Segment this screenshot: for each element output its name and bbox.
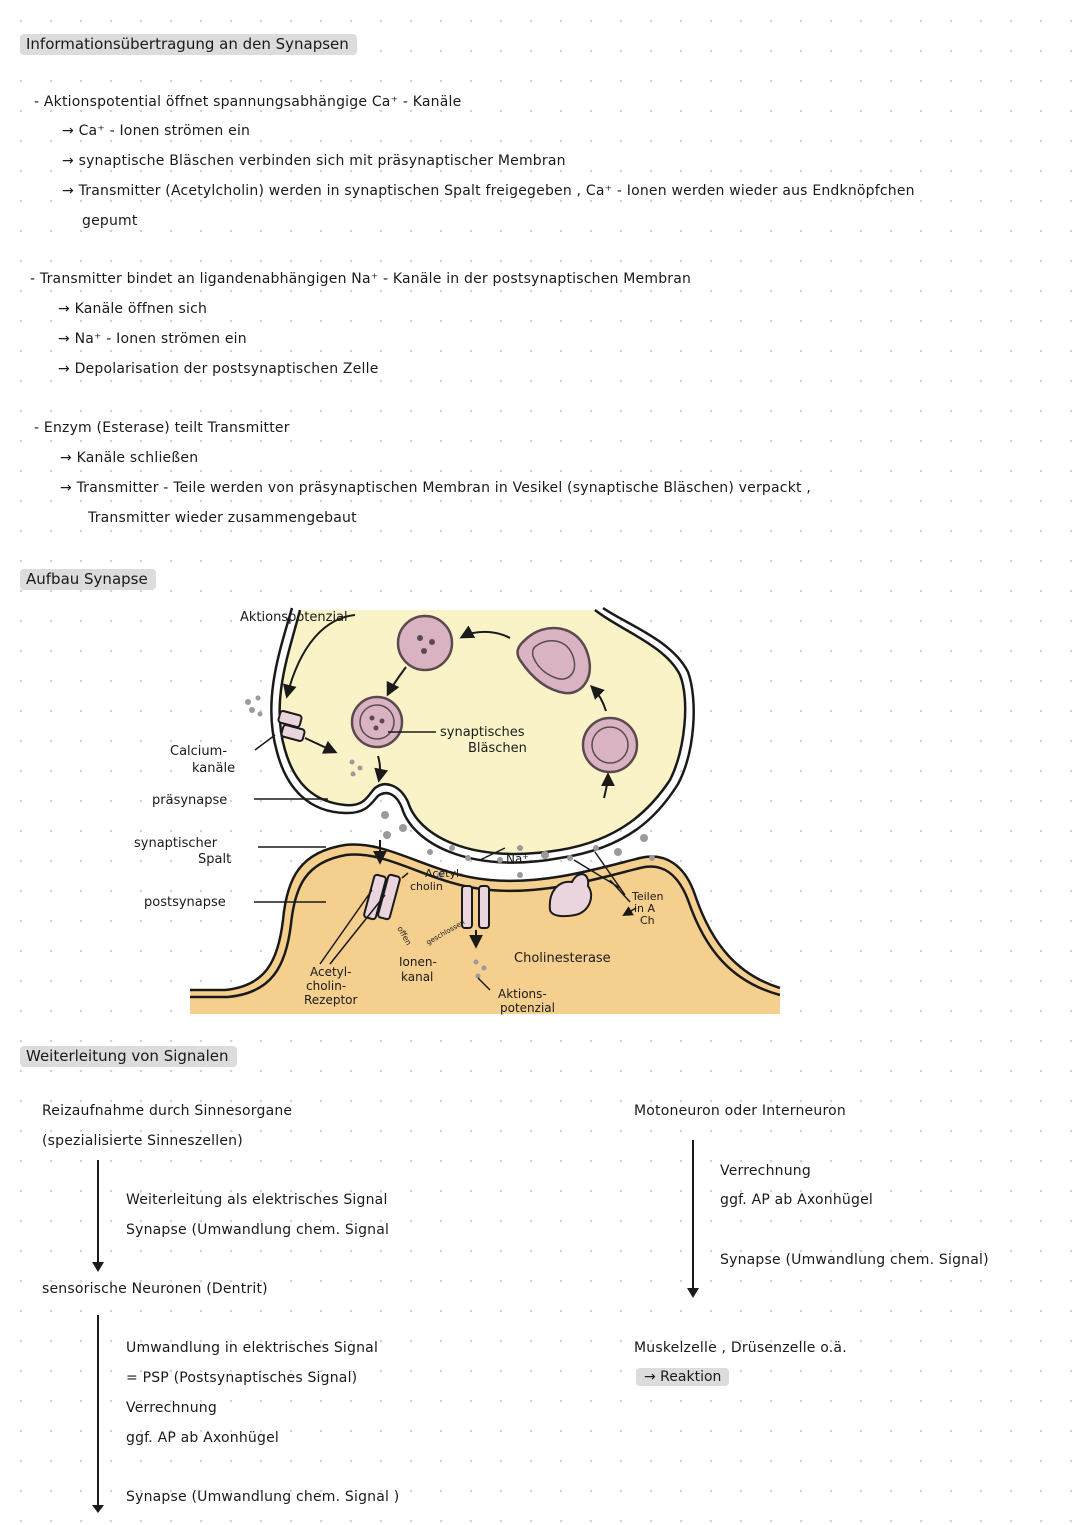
ion-channel	[461, 885, 490, 929]
label-blaeschen-2: Bläschen	[468, 741, 527, 756]
label-acetylcholin-1: Acetyl-	[425, 867, 463, 880]
left-l6: Umwandlung in elektrisches Signal	[126, 1340, 379, 1356]
flow-arrow-3-head	[687, 1288, 699, 1298]
p2-item-1: → Kanäle öffnen sich	[58, 301, 208, 317]
label-postsynapse: postsynapse	[144, 895, 226, 910]
label-ap-bottom-1: Aktions-	[498, 987, 547, 1001]
label-rezeptor-1: Acetyl-	[310, 965, 351, 979]
left-l7: = PSP (Postsynaptisches Signal)	[126, 1370, 358, 1386]
label-teilen-1: Teilen	[631, 890, 663, 903]
p3-item-3: Transmitter wieder zusammengebaut	[88, 510, 357, 526]
label-ap-bottom-2: potenzial	[500, 1001, 555, 1015]
right-r4: Synapse (Umwandlung chem. Signal)	[720, 1252, 989, 1268]
left-l9: ggf. AP ab Axonhügel	[126, 1430, 279, 1446]
p2-item-2: → Na⁺ - Ionen strömen ein	[58, 331, 247, 347]
p3-main: - Enzym (Esterase) teilt Transmitter	[34, 420, 290, 436]
label-ionenkanal-1: Ionen-	[399, 955, 437, 969]
label-aktionspotenzial-top: Aktionspotenzial	[240, 610, 348, 625]
acetylcholin-receptor	[363, 873, 401, 921]
label-spalt-1: synaptischer	[134, 836, 218, 851]
transmitter-dots	[381, 811, 655, 979]
label-praesynapse: präsynapse	[152, 793, 227, 808]
p1-item-4: gepumt	[82, 213, 138, 229]
left-l3: Weiterleitung als elektrisches Signal	[126, 1192, 388, 1208]
p1-item-3: → Transmitter (Acetylcholin) werden in s…	[62, 183, 915, 199]
p1-item-1: → Ca⁺ - Ionen strömen ein	[62, 123, 251, 139]
flow-arrow-1	[97, 1160, 99, 1264]
left-l2: (spezialisierte Sinneszellen)	[42, 1133, 243, 1149]
calcium-channel	[277, 710, 306, 742]
left-l5: sensorische Neuronen (Dentrit)	[42, 1281, 268, 1297]
p1-main: - Aktionspotential öffnet spannungsabhän…	[34, 94, 462, 110]
right-r3: ggf. AP ab Axonhügel	[720, 1192, 873, 1208]
label-teilen-3: Ch	[640, 914, 655, 927]
label-blaeschen-1: synaptisches	[440, 725, 525, 740]
flow-arrow-2	[97, 1315, 99, 1507]
p2-main: - Transmitter bindet an ligandenabhängig…	[30, 271, 692, 287]
flow-arrow-1-head	[92, 1262, 104, 1272]
label-teilen-2: in A	[634, 902, 656, 915]
postsynapse-membrane-inner	[190, 843, 781, 992]
right-r1: Motoneuron oder Interneuron	[634, 1103, 846, 1119]
p2-item-3: → Depolarisation der postsynaptischen Ze…	[58, 361, 379, 377]
right-r2: Verrechnung	[720, 1163, 811, 1179]
heading-weiterleitung: Weiterleitung von Signalen	[20, 1046, 237, 1067]
heading-aufbau-synapse: Aufbau Synapse	[20, 569, 156, 590]
label-cholinesterase: Cholinesterase	[514, 951, 611, 966]
flow-arrow-3	[692, 1140, 694, 1290]
cholinesterase-enzyme	[548, 873, 593, 918]
label-calcium-1: Calcium-	[170, 744, 227, 759]
p3-item-1: → Kanäle schließen	[60, 450, 199, 466]
vesicle-right	[581, 716, 639, 774]
vesicle-top	[396, 614, 454, 672]
left-l10: Synapse (Umwandlung chem. Signal )	[126, 1489, 400, 1505]
label-na: Na⁺	[506, 852, 529, 866]
label-ionenkanal-2: kanal	[401, 970, 433, 984]
label-spalt-2: Spalt	[198, 852, 231, 867]
vesicle-left	[350, 695, 404, 749]
label-rezeptor-2: cholin-	[306, 979, 346, 993]
label-acetylcholin-2: cholin	[410, 880, 443, 893]
postsynapse-body	[190, 844, 780, 1014]
synapse-diagram: Aktionspotenzial Calcium- kanäle präsyna…	[134, 606, 781, 1015]
presynapse-membrane-outer-2	[270, 606, 695, 864]
right-r5: Muskelzelle , Drüsenzelle o.ä.	[634, 1340, 847, 1356]
left-l8: Verrechnung	[126, 1400, 217, 1416]
left-l4: Synapse (Umwandlung chem. Signal	[126, 1222, 390, 1238]
heading-informationsuebertragung: Informationsübertragung an den Synapsen	[20, 34, 357, 55]
p3-item-2: → Transmitter - Teile werden von präsyna…	[60, 480, 811, 496]
flow-arrow-2-head	[92, 1505, 104, 1513]
left-l1: Reizaufnahme durch Sinnesorgane	[42, 1103, 293, 1119]
label-calcium-2: kanäle	[192, 761, 235, 776]
presynapse-membrane-outer	[278, 609, 687, 856]
right-r6-reaktion: → Reaktion	[636, 1368, 730, 1386]
vesicle-recycling	[516, 626, 591, 695]
p1-item-2: → synaptische Bläschen verbinden sich mi…	[62, 153, 566, 169]
label-rezeptor-3: Rezeptor	[304, 993, 358, 1007]
